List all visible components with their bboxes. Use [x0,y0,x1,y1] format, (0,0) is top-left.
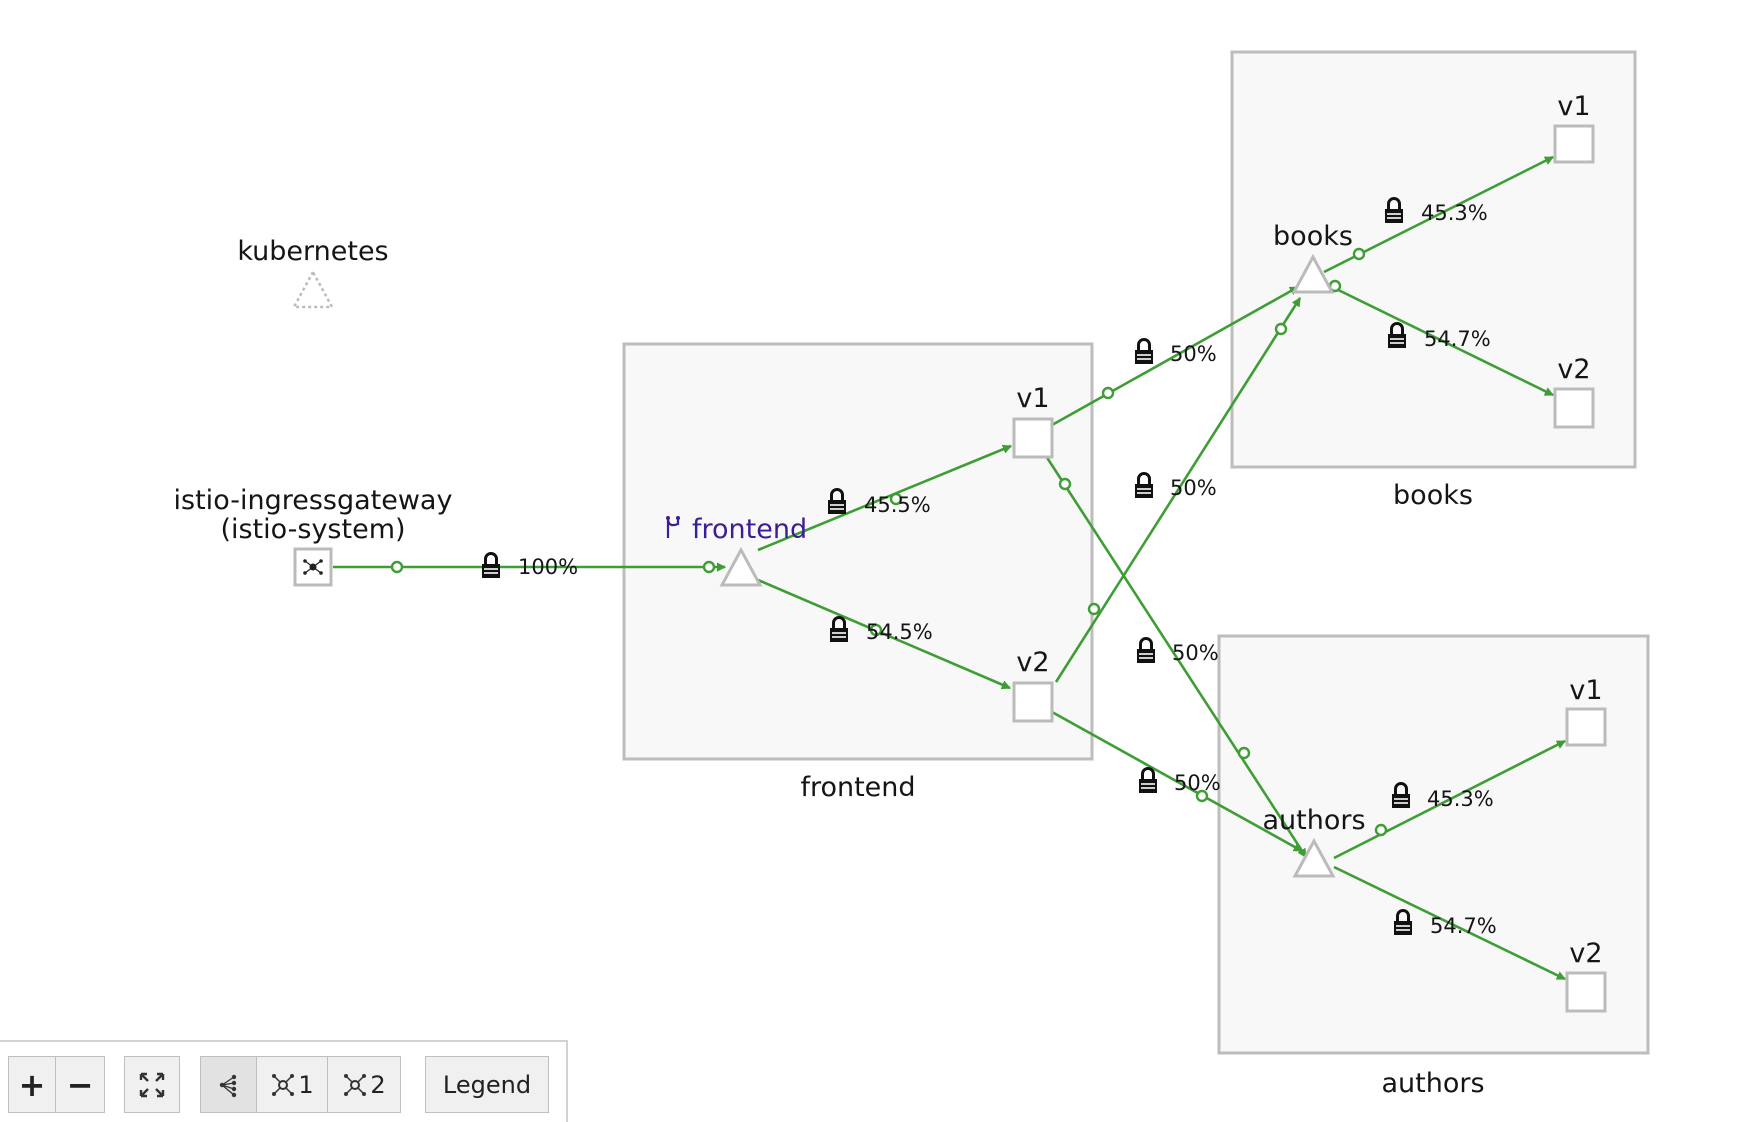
node-label: frontend [692,514,807,545]
edge-frontend-frontend-v2[interactable]: 54.5% [757,578,1010,688]
zoom-in-icon: + [18,1065,46,1104]
edge-label: 100% [518,555,578,579]
node-frontend-v2[interactable]: v2 [1012,647,1054,723]
layout-1-label: 1 [298,1070,314,1099]
legend-label: Legend [442,1070,532,1099]
hierarchy-layout-icon [219,1074,236,1097]
edge-books-books-v1[interactable]: 45.3% [1323,155,1553,274]
mtls-lock-icon [1133,338,1155,366]
edge-frontend-v1-books[interactable]: 50% [1051,285,1298,427]
node-label: istio-ingressgateway [174,485,453,516]
zoom-in-button[interactable]: + [8,1056,56,1113]
fit-to-screen-button[interactable] [124,1056,180,1113]
edge-label: 50% [1172,641,1219,665]
mtls-lock-icon [480,552,502,580]
edge-gateway-frontend[interactable]: 100% [333,552,725,580]
node-frontend-v1[interactable]: v1 [1012,383,1054,459]
group-label-books: books [1393,480,1473,511]
node-frontend[interactable]: frontend [666,514,807,587]
edge-books-books-v2[interactable]: 54.7% [1323,279,1553,397]
branch-icon [666,516,680,538]
group-frontend[interactable]: frontend [622,342,1094,803]
node-kubernetes[interactable]: kubernetes [237,236,389,309]
legend-button[interactable]: Legend [425,1056,549,1113]
edge-frontend-v2-authors[interactable]: 50% [1051,710,1302,853]
layout-1-button[interactable]: 1 [256,1056,328,1113]
mtls-lock-icon [1135,637,1157,665]
node-label: v2 [1569,938,1602,969]
edge-authors-authors-v2[interactable]: 54.7% [1333,865,1565,981]
layout-default-button[interactable] [200,1056,257,1113]
mtls-lock-icon [1137,767,1159,795]
zoom-out-button[interactable]: − [55,1056,105,1113]
edge-label: 45.3% [1427,787,1494,811]
group-label-frontend: frontend [800,772,915,803]
gateway-icon [303,559,323,575]
node-books-v2[interactable]: v2 [1553,354,1595,429]
edge-frontend-v1-authors[interactable]: 50% [1044,455,1308,857]
edge-label: 45.5% [864,493,931,517]
edge-label: 45.3% [1421,201,1488,225]
node-authors[interactable]: authors [1262,805,1366,878]
node-istio-ingressgateway[interactable]: istio-ingressgateway (istio-system) [174,485,453,587]
node-authors-v1[interactable]: v1 [1565,675,1607,747]
node-label: v1 [1557,91,1590,122]
network-layout-icon [272,1073,295,1096]
edge-frontend-frontend-v1[interactable]: 45.5% [757,446,1011,552]
network-layout-icon [344,1073,367,1096]
node-label: v2 [1557,354,1590,385]
edge-label: 54.7% [1430,914,1497,938]
node-label: kubernetes [237,236,388,267]
layout-2-button[interactable]: 2 [327,1056,401,1113]
edge-frontend-v2-books[interactable]: 50% [1054,298,1302,683]
node-label: v1 [1569,675,1602,706]
edge-label: 50% [1174,771,1221,795]
node-label: books [1273,221,1353,252]
group-label-authors: authors [1381,1068,1484,1099]
node-authors-v2[interactable]: v2 [1565,938,1607,1013]
edge-label: 54.5% [866,620,933,644]
node-label: v1 [1016,383,1049,414]
edge-label: 50% [1170,476,1217,500]
edge-label: 50% [1170,342,1217,366]
mtls-lock-icon [1133,472,1155,500]
layout-2-label: 2 [370,1070,386,1099]
graph-toolbar: + − 1 2 Legend [0,1040,568,1122]
expand-icon [139,1072,165,1097]
node-label: (istio-system) [220,514,405,545]
zoom-out-icon: − [66,1065,94,1104]
node-label: authors [1262,805,1365,836]
edge-authors-authors-v1[interactable]: 45.3% [1333,739,1565,860]
edge-label: 54.7% [1424,327,1491,351]
node-books[interactable]: books [1273,221,1353,294]
node-label: v2 [1016,647,1049,678]
node-books-v1[interactable]: v1 [1553,91,1595,164]
